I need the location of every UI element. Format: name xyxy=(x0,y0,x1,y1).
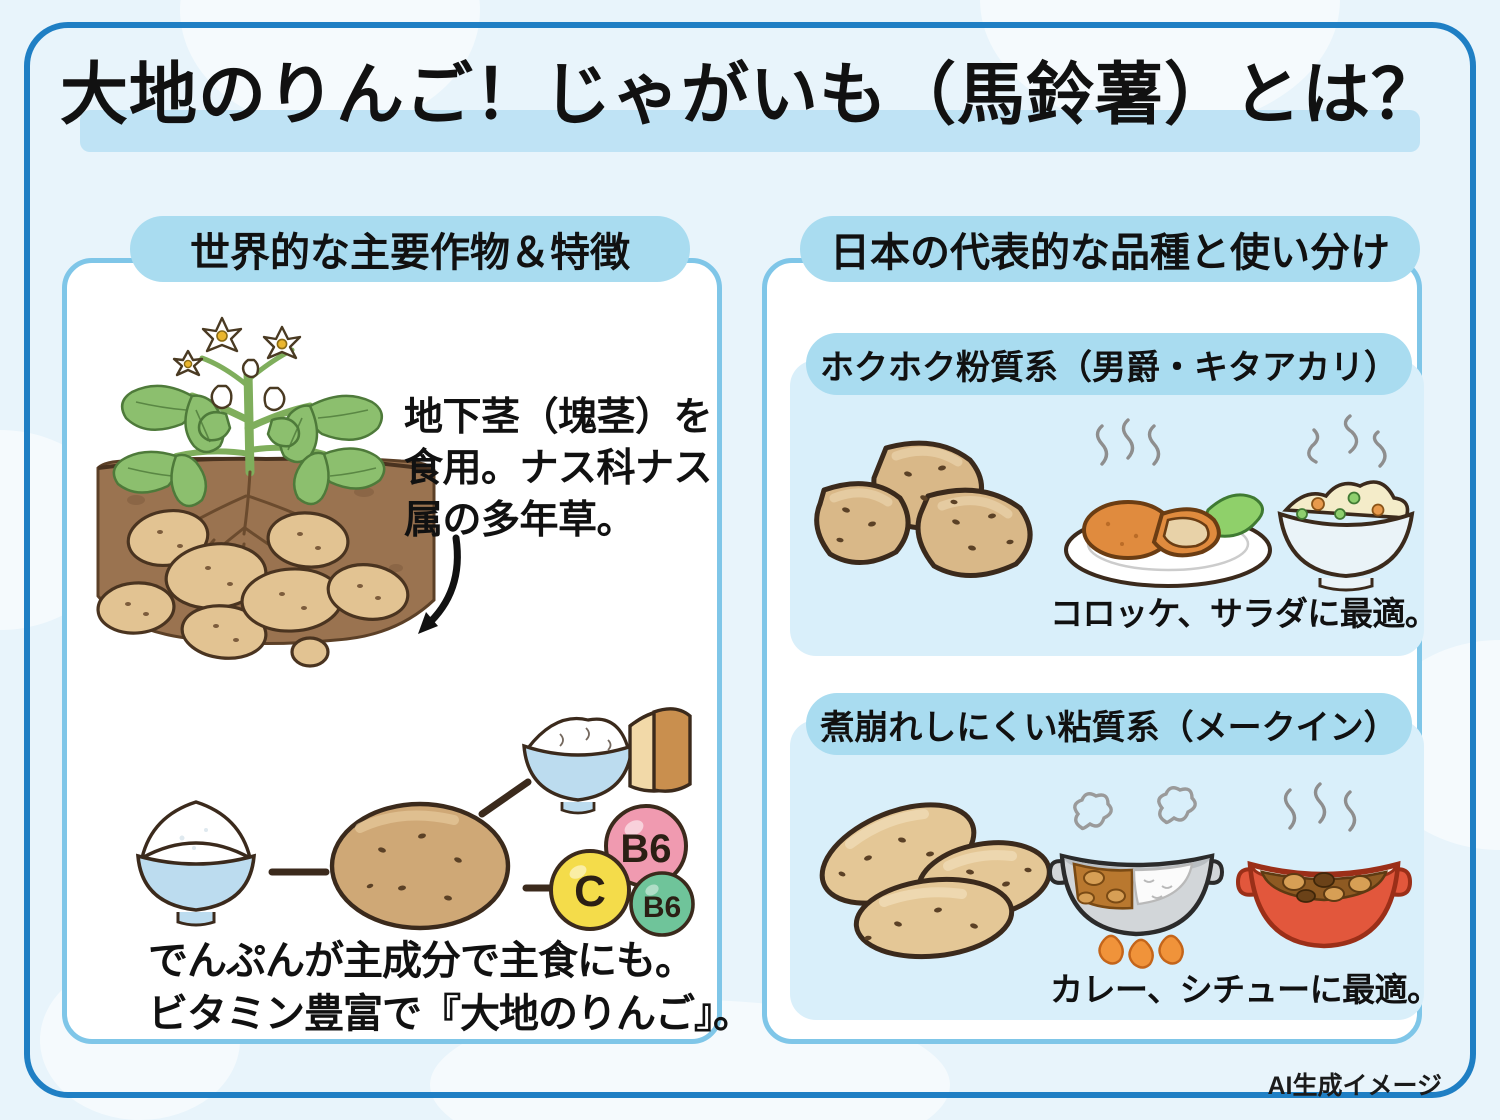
left-panel-caption: でんぷんが主成分で主食にも。 ビタミン豊富で『大地のりんご』。 xyxy=(148,939,753,1036)
vitamin-badge-b6-pink: B6 xyxy=(604,804,688,888)
rice-bowl-icon xyxy=(522,717,634,815)
watermark-label: AI生成イメージ xyxy=(1267,1072,1442,1100)
pointer-arrow-icon xyxy=(418,534,461,634)
left-panel-header: 世界的な主要作物＆特徴 xyxy=(130,216,690,282)
vitamin-badge-b6-green: B6 xyxy=(629,871,695,937)
potato-salad-bowl-icon xyxy=(1277,414,1415,592)
starch-bowl-icon xyxy=(135,800,257,927)
hokuhoku-caption: コロッケ、サラダに最適。 xyxy=(1050,595,1438,632)
stew-pot-icon xyxy=(1235,782,1413,949)
right-panel-header: 日本の代表的な品種と使い分け xyxy=(800,216,1420,282)
svg-text:B6: B6 xyxy=(643,891,681,924)
steam-icon xyxy=(1307,414,1387,468)
variety-subheader-2: 煮崩れしにくい粘質系（メークイン） xyxy=(806,693,1412,755)
croquette-icon xyxy=(1082,500,1221,560)
page-title-text: 大地のりんご！じゃがいも（馬鈴薯）とは？ xyxy=(59,57,1440,133)
vitamin-badge-c-yellow: C xyxy=(549,849,631,931)
connector-line xyxy=(478,778,532,818)
steam-icon xyxy=(1283,782,1357,832)
steam-icon xyxy=(1073,786,1197,831)
hokuhoku-dishes-illustration xyxy=(1058,414,1420,594)
potato-plant-illustration xyxy=(96,300,436,700)
svg-text:B6: B6 xyxy=(620,827,671,871)
page-title: 大地のりんご！じゃがいも（馬鈴薯）とは？ xyxy=(0,57,1500,152)
curry-pot-icon xyxy=(1047,853,1225,937)
steam-icon xyxy=(1095,418,1161,466)
bread-loaf-icon xyxy=(628,707,692,793)
plant-note-text: 地下茎（塊茎）を 食用。ナス科ナス 属の多年草。 xyxy=(404,396,713,542)
nenshitsu-dishes-illustration xyxy=(1047,782,1422,972)
variety-subheader-1: ホクホク粉質系（男爵・キタアカリ） xyxy=(806,333,1412,395)
oval-potatoes-illustration xyxy=(806,792,1056,960)
potato-icon xyxy=(329,801,511,931)
flame-icon xyxy=(1098,934,1184,969)
svg-text:C: C xyxy=(574,867,606,916)
nenshitsu-caption: カレー、シチューに最適。 xyxy=(1050,971,1440,1008)
starch-chain-illustration: B6 C B6 xyxy=(130,690,695,937)
round-potatoes-illustration xyxy=(812,432,1052,592)
